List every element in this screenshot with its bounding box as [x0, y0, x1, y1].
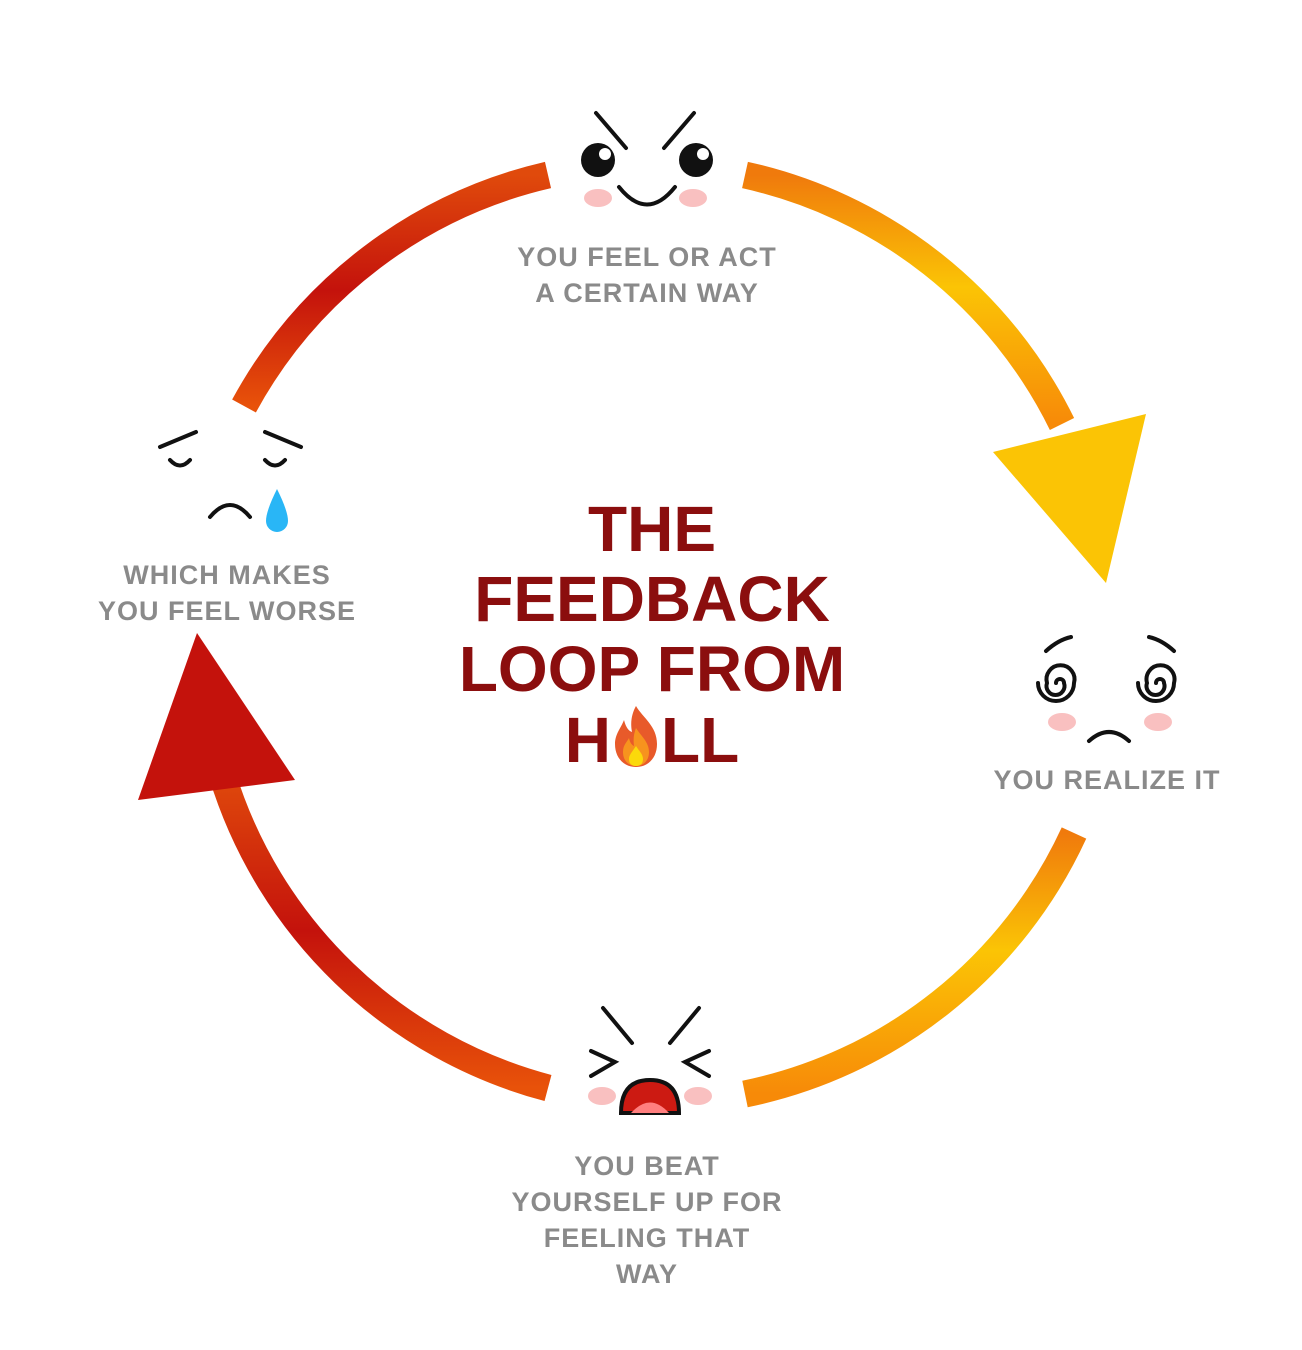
diagram-title: THE FEEDBACK LOOP FROM H LL	[402, 494, 902, 775]
step-label-beat-yourself-up: YOU BEAT YOURSELF UP FOR FEELING THAT WA…	[447, 1148, 847, 1292]
step-label-line: WHICH MAKES	[123, 560, 331, 590]
step-label-line: YOU REALIZE IT	[993, 765, 1221, 795]
sad-tear-face-icon	[158, 430, 303, 532]
step-label-feel-worse: WHICH MAKES YOU FEEL WORSE	[57, 557, 397, 629]
step-label-line: WAY	[615, 1259, 679, 1289]
step-label-line: YOU BEAT	[574, 1151, 720, 1181]
step-label-line: YOURSELF UP FOR	[511, 1187, 783, 1217]
step-label-line: YOU FEEL OR ACT	[517, 242, 777, 272]
arrow-head-right	[993, 414, 1146, 583]
determined-face-icon	[581, 111, 713, 207]
step-label-line: FEELING THAT	[543, 1223, 751, 1253]
step-label-line: YOU FEEL WORSE	[97, 596, 357, 626]
title-line-hell: H LL	[402, 704, 902, 775]
title-line: THE	[588, 493, 716, 565]
arc-top-right	[742, 161, 1075, 430]
dizzy-face-icon	[1036, 635, 1177, 743]
crying-out-face-icon	[588, 1006, 712, 1115]
fire-icon	[615, 706, 658, 767]
title-letter-h: H	[564, 704, 612, 776]
arc-top-left	[232, 161, 552, 413]
arc-bottom-left	[209, 770, 552, 1102]
title-letters-ll: LL	[661, 704, 740, 776]
step-label-realize-it: YOU REALIZE IT	[957, 762, 1257, 798]
title-line: LOOP FROM	[458, 633, 846, 705]
step-label-feel-or-act: YOU FEEL OR ACT A CERTAIN WAY	[447, 239, 847, 311]
title-line: FEEDBACK	[474, 563, 830, 635]
arc-bottom-right	[742, 827, 1087, 1108]
arrow-head-left	[138, 633, 295, 800]
step-label-line: A CERTAIN WAY	[535, 278, 759, 308]
